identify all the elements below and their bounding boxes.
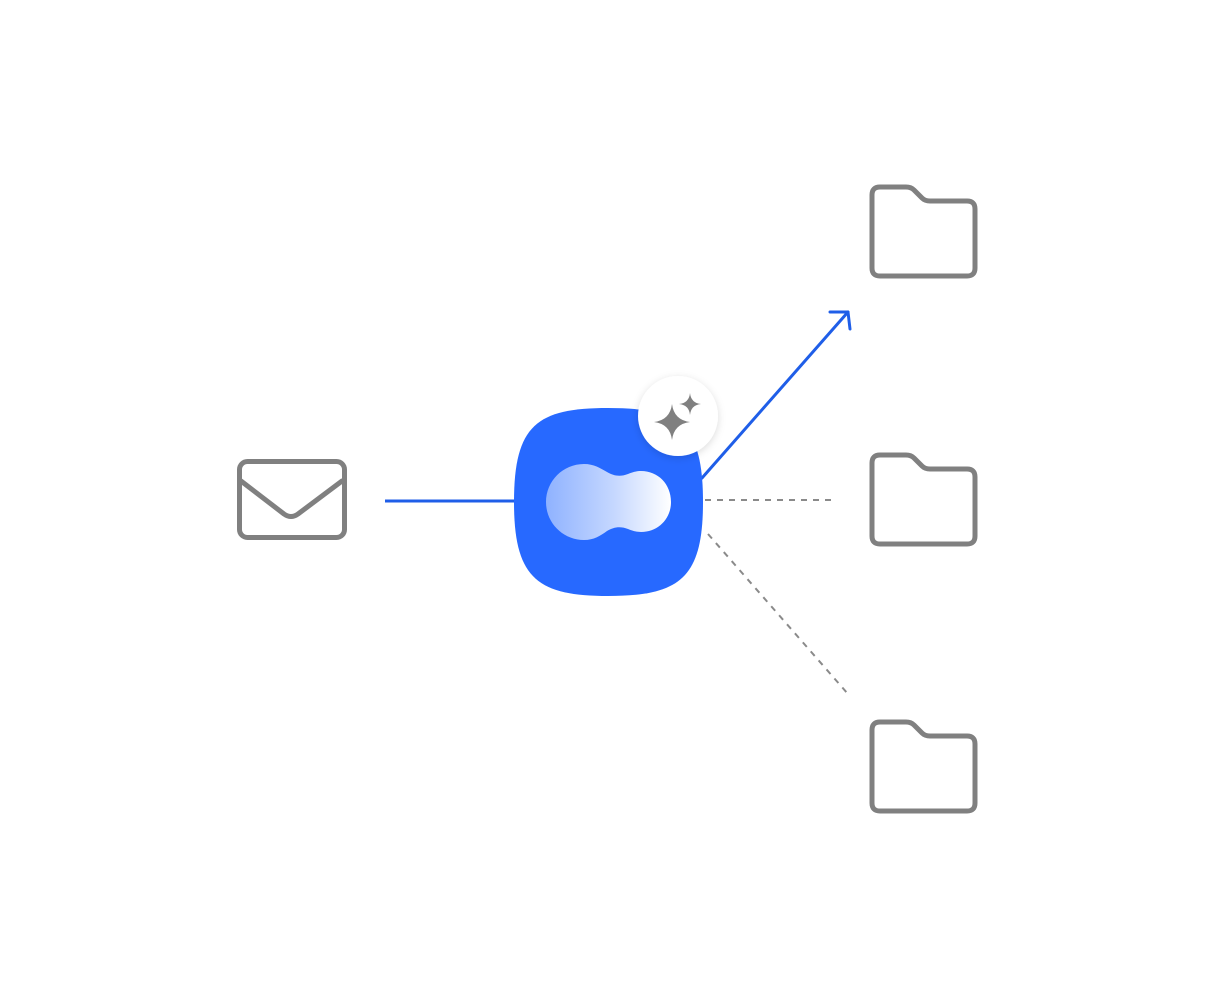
ai-sparkle-badge bbox=[638, 376, 718, 456]
logo-pill-shape bbox=[546, 464, 671, 540]
app-logo-icon bbox=[514, 408, 703, 596]
folder-icon bbox=[869, 719, 978, 814]
connector-dashed-bottom bbox=[707, 533, 849, 695]
folder-icon bbox=[869, 184, 978, 279]
connector-arrow-to-top-folder bbox=[700, 310, 852, 480]
folder-icon bbox=[869, 452, 978, 547]
mail-envelope-icon bbox=[237, 459, 347, 540]
ai-sparkle-icon bbox=[654, 393, 701, 440]
